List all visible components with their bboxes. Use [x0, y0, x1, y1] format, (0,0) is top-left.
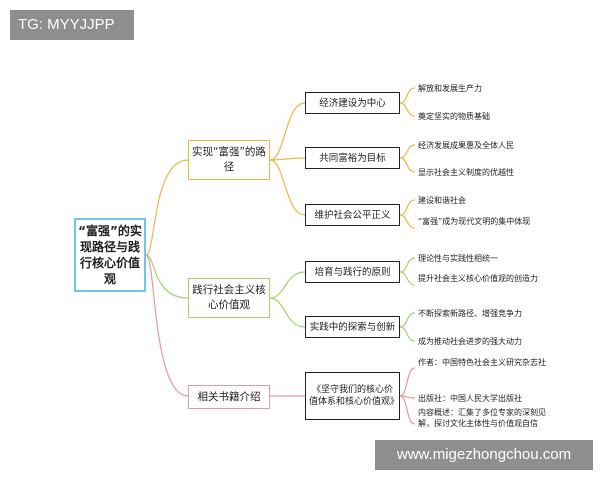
topic-social-justice: 维护社会公平正义: [305, 204, 400, 226]
topic-cultivation-principles: 培育与践行的原则: [305, 261, 400, 283]
connector-b2-c2: [269, 297, 306, 328]
leaf-text: 奠定坚实的物质基础: [418, 112, 490, 121]
branch-node-related-books: 相关书籍介绍: [188, 385, 270, 409]
connector-root-branch2: [145, 254, 189, 299]
topic-common-prosperity: 共同富裕为目标: [305, 147, 400, 169]
leaf-text: 经济发展成果惠及全体人民: [418, 141, 514, 150]
connector-b2-c1: [269, 271, 306, 299]
connector-root-branch1: [145, 159, 189, 256]
leaf-text: 出版社：中国人民大学出版社: [418, 394, 522, 403]
connector-b1-c1: [269, 102, 306, 161]
leaf-text: 内容概述：汇集了多位专家的深刻见解，探讨文化主体性与价值观自信: [418, 408, 546, 428]
leaf-text: 建设和谐社会: [418, 196, 466, 205]
connector-b1-c2: [269, 157, 306, 161]
leaf-text: 显示社会主义制度的优越性: [418, 168, 514, 177]
branch-node-path-to-prosperity: 实现“富强”的路径: [188, 140, 270, 180]
leaf-text: 提升社会主义核心价值观的创造力: [418, 274, 538, 283]
branch-node-practice-core-values: 践行社会主义核心价值观: [188, 278, 270, 318]
topic-economic-center: 经济建设为中心: [305, 92, 400, 114]
leaf-text: 作者：中国特色社会主义研究杂志社: [418, 358, 546, 367]
topic-exploration-innovation: 实践中的探索与创新: [305, 316, 400, 338]
leaf-text: “富强”成为现代文明的集中体现: [418, 217, 531, 226]
leaf-text: 成为推动社会进步的强大动力: [418, 337, 522, 346]
watermark-top-left: TG: MYYJJPP: [10, 10, 134, 40]
leaf-text: 解放和发展生产力: [418, 84, 482, 93]
topic-book-title: 《坚守我们的核心价值体系和核心价值观》: [305, 372, 400, 420]
leaf-text: 理论性与实践性相统一: [418, 254, 498, 263]
leaf-text: 不断探索新路径、增强竞争力: [418, 309, 522, 318]
connector-b1-c3: [269, 159, 306, 216]
connector-root-branch3: [145, 254, 189, 397]
root-node: “富强”的实现路径与践行核心价值观: [74, 218, 146, 292]
watermark-bottom-right: www.migezhongchou.com: [375, 440, 593, 470]
